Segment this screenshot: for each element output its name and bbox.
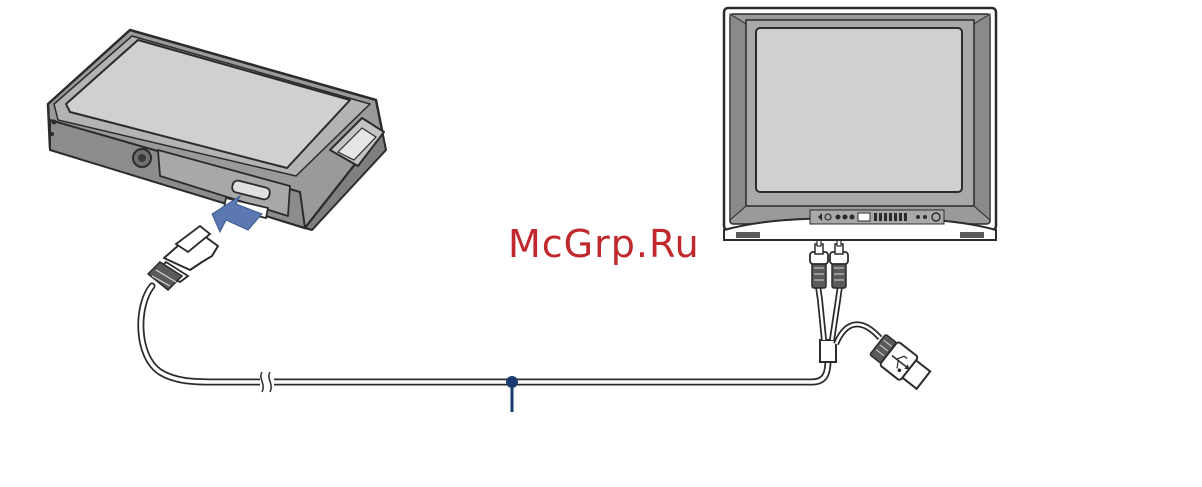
usb-plug [868, 333, 932, 392]
tv-illustration [724, 8, 996, 240]
cable-callout-marker [506, 376, 518, 412]
multi-terminal-connector [148, 226, 218, 290]
av-plugs [810, 238, 848, 288]
watermark-logo: McGrp.Ru [508, 222, 700, 266]
camera-illustration [48, 30, 386, 230]
tv-control-panel [810, 210, 944, 224]
av-usb-cable [141, 286, 828, 392]
cable-splitter [818, 286, 880, 362]
video-plug [810, 238, 828, 288]
audio-plug [830, 238, 848, 288]
